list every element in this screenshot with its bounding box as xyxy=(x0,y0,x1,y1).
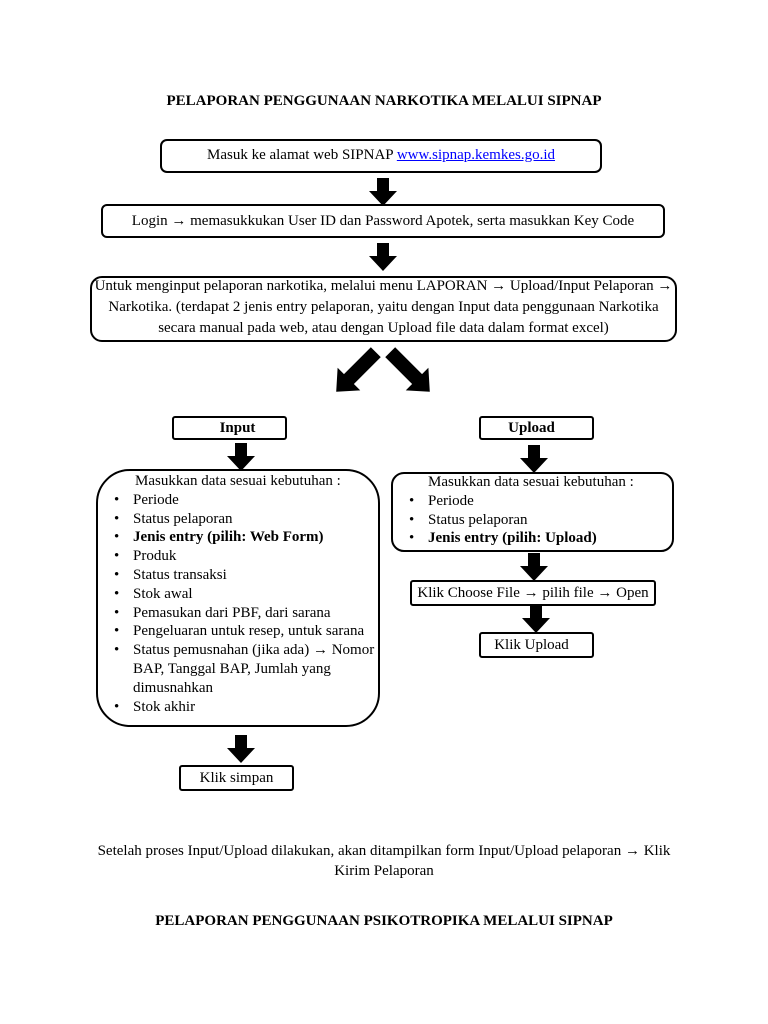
arrow-down-right-icon xyxy=(385,347,430,392)
list-item: Status pelaporan xyxy=(112,510,374,529)
arrow-down-icon xyxy=(369,243,397,271)
list-item: Stok akhir xyxy=(112,698,374,717)
branch-upload-label: Upload xyxy=(508,420,555,436)
arrow-down-icon xyxy=(522,605,550,633)
arrow-down-icon xyxy=(520,445,548,473)
list-item: Status transaksi xyxy=(112,566,374,585)
list-item: Jenis entry (pilih: Web Form) xyxy=(112,528,374,547)
arrow-down-icon xyxy=(369,178,397,206)
list-item: Periode xyxy=(407,492,634,511)
step-menu-box: Untuk menginput pelaporan narkotika, mel… xyxy=(90,276,677,342)
choose-file-step: Klik Choose File → pilih file → Open xyxy=(410,580,656,606)
input-fields-box: Masukkan data sesuai kebutuhan : Periode… xyxy=(96,469,380,727)
choose-file-text: Klik Choose File → pilih file → Open xyxy=(417,585,649,601)
list-item: Pengeluaran untuk resep, untuk sarana xyxy=(112,622,374,641)
arrow-down-left-icon xyxy=(336,347,381,392)
branch-input-label-box: Input xyxy=(172,416,287,440)
step-login-text: Login → memasukkukan User ID dan Passwor… xyxy=(131,213,635,229)
list-item: Status pelaporan xyxy=(407,511,634,530)
title-psikotropika: PELAPORAN PENGGUNAAN PSIKOTROPIKA MELALU… xyxy=(155,913,613,929)
list-item: Stok awal xyxy=(112,585,374,604)
branch-arrows xyxy=(336,347,430,392)
upload-fields-intro: Masukkan data sesuai kebutuhan : xyxy=(428,474,634,490)
title-narkotika: PELAPORAN PENGGUNAAN NARKOTIKA MELALUI S… xyxy=(166,93,602,109)
arrow-down-icon xyxy=(227,443,255,471)
list-item: Jenis entry (pilih: Upload) xyxy=(407,529,634,548)
step-access-box: Masuk ke alamat web SIPNAP www.sipnap.ke… xyxy=(160,139,602,173)
list-item: Pemasukan dari PBF, dari sarana xyxy=(112,604,374,623)
input-fields-intro: Masukkan data sesuai kebutuhan : xyxy=(135,473,341,489)
arrow-down-icon xyxy=(520,553,548,581)
sipnap-link[interactable]: www.sipnap.kemkes.go.id xyxy=(396,146,556,163)
input-fields-list: Periode Status pelaporan Jenis entry (pi… xyxy=(112,491,374,717)
footer-note: Setelah proses Input/Upload dilakukan, a… xyxy=(97,843,671,879)
klik-simpan-text: Klik simpan xyxy=(199,770,274,786)
klik-simpan-step: Klik simpan xyxy=(179,765,294,791)
arrow-down-icon xyxy=(227,735,255,763)
upload-fields-content: Masukkan data sesuai kebutuhan : Periode… xyxy=(393,473,634,548)
upload-fields-box: Masukkan data sesuai kebutuhan : Periode… xyxy=(391,472,674,552)
list-item: Status pemusnahan (jika ada) → Nomor BAP… xyxy=(112,641,374,697)
branch-upload-label-box: Upload xyxy=(479,416,594,440)
branch-input-label: Input xyxy=(219,420,256,436)
step-access-text: Masuk ke alamat web SIPNAP xyxy=(206,146,394,163)
klik-upload-step: Klik Upload xyxy=(479,632,594,658)
list-item: Produk xyxy=(112,547,374,566)
klik-upload-text: Klik Upload xyxy=(494,637,569,653)
step-menu-text: Untuk menginput pelaporan narkotika, mel… xyxy=(94,278,673,336)
input-fields-content: Masukkan data sesuai kebutuhan : Periode… xyxy=(98,472,374,716)
step-access-line: Masuk ke alamat web SIPNAP www.sipnap.ke… xyxy=(207,145,555,165)
list-item: Periode xyxy=(112,491,374,510)
upload-fields-list: Periode Status pelaporan Jenis entry (pi… xyxy=(407,492,634,548)
step-login-box: Login → memasukkukan User ID dan Passwor… xyxy=(101,204,665,238)
